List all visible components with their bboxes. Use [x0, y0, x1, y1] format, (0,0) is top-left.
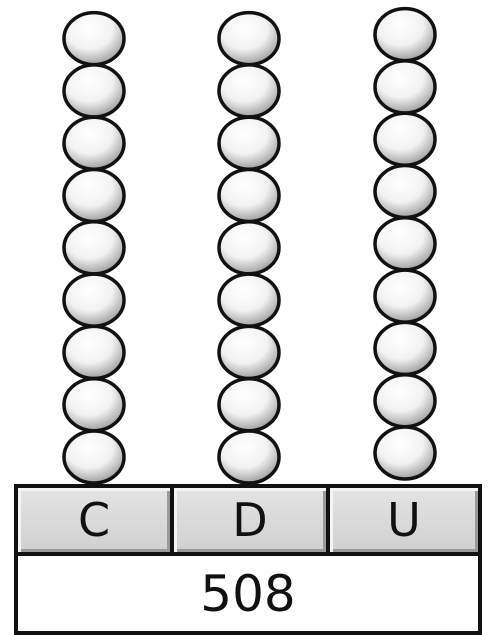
bead-u-9	[373, 6, 437, 63]
bead-c-1	[62, 429, 126, 485]
bead-c-2	[62, 376, 126, 433]
column-label-units: U	[326, 484, 482, 556]
bead-u-8	[373, 59, 437, 115]
bead-d-5	[217, 220, 281, 276]
bead-d-8	[217, 63, 281, 119]
bead-c-3	[62, 324, 126, 381]
bead-d-6	[217, 167, 281, 224]
bead-c-5	[62, 220, 126, 276]
bead-u-5	[373, 216, 437, 272]
bead-d-3	[217, 324, 281, 381]
bead-u-2	[373, 372, 437, 429]
bead-d-2	[217, 376, 281, 433]
bead-d-4	[217, 272, 281, 328]
bead-d-7	[217, 115, 281, 171]
bead-u-7	[373, 111, 437, 167]
bead-d-1	[217, 429, 281, 485]
bead-u-6	[373, 163, 437, 220]
bead-d-9	[217, 10, 281, 67]
bead-c-9	[62, 10, 126, 67]
column-label-tens: D	[170, 484, 330, 556]
bead-c-8	[62, 63, 126, 119]
abacus-beads	[62, 6, 437, 485]
bead-c-7	[62, 115, 126, 171]
bead-u-4	[373, 268, 437, 324]
bead-u-3	[373, 320, 437, 377]
bead-c-6	[62, 167, 126, 224]
column-label-hundreds: C	[14, 484, 174, 556]
bead-u-1	[373, 425, 437, 481]
bead-c-4	[62, 272, 126, 328]
number-total: 508	[14, 552, 482, 635]
